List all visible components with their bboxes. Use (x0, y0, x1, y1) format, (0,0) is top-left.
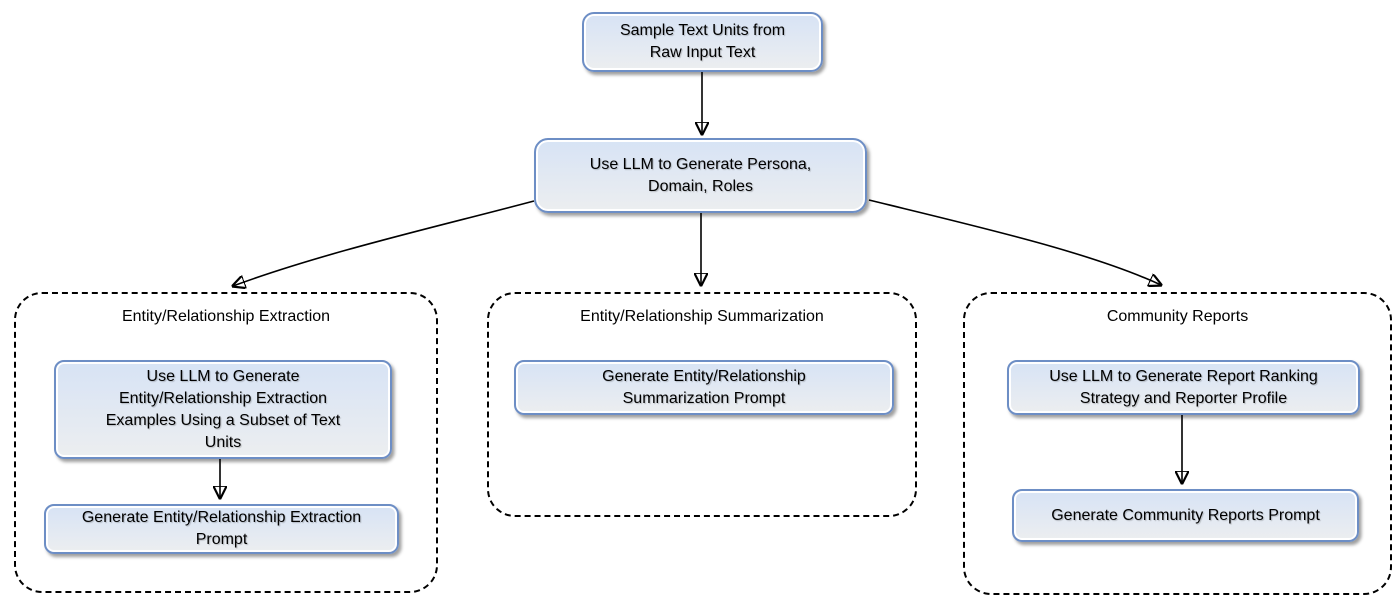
group-title-community: Community Reports (1106, 308, 1249, 325)
group-entity-relationship-summarization: Entity/Relationship Summarization Genera… (487, 292, 917, 517)
group-community-reports: Community Reports Use LLM to Generate Re… (963, 292, 1392, 595)
node-community-reports-prompt: Generate Community Reports Prompt (1012, 489, 1359, 542)
arrow-persona-to-extraction (233, 200, 535, 286)
group-entity-relationship-extraction: Entity/Relationship Extraction Use LLM t… (14, 292, 438, 593)
group-title-extraction: Entity/Relationship Extraction (121, 308, 331, 325)
node-extraction-prompt: Generate Entity/Relationship Extraction … (44, 504, 399, 554)
node-report-ranking-strategy: Use LLM to Generate Report Ranking Strat… (1007, 360, 1360, 415)
node-sample-text-units: Sample Text Units from Raw Input Text (582, 12, 823, 72)
group-title-summarization: Entity/Relationship Summarization (580, 308, 824, 325)
node-generate-persona-domain-roles: Use LLM to Generate Persona, Domain, Rol… (534, 138, 867, 213)
arrow-persona-to-community (868, 199, 1161, 285)
node-summarization-prompt: Generate Entity/Relationship Summarizati… (514, 360, 894, 415)
node-extraction-examples: Use LLM to Generate Entity/Relationship … (54, 360, 392, 459)
